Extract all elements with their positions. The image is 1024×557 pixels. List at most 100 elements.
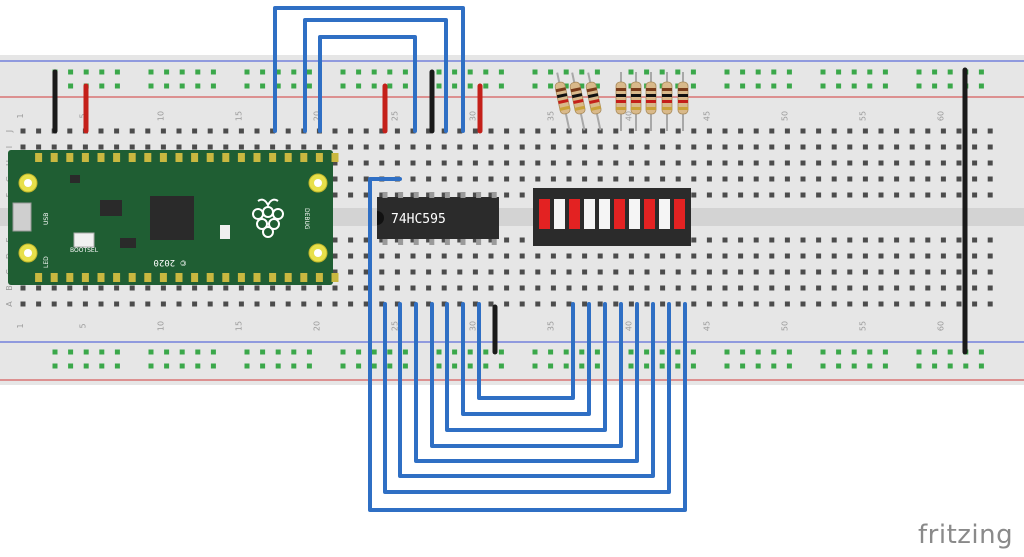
row-letter-label: I [5, 146, 14, 148]
terminal-hole [348, 160, 354, 166]
terminal-hole [160, 285, 166, 291]
rail-hole [932, 69, 938, 75]
terminal-hole [894, 128, 900, 134]
terminal-hole [987, 160, 993, 166]
terminal-hole [878, 301, 884, 307]
terminal-hole [332, 269, 338, 275]
pico-name-label: Raspberry Pi Pico [128, 497, 230, 508]
terminal-hole [36, 128, 42, 134]
terminal-hole [550, 176, 556, 182]
rail-hole [675, 69, 681, 75]
rail-hole [659, 69, 665, 75]
rail-hole [244, 349, 250, 355]
terminal-hole [332, 160, 338, 166]
rail-hole [755, 363, 761, 369]
rail-hole [675, 349, 681, 355]
terminal-hole [457, 301, 463, 307]
pico-pin [331, 273, 339, 282]
terminal-hole [176, 301, 182, 307]
terminal-hole [862, 269, 868, 275]
terminal-hole [223, 301, 229, 307]
terminal-hole [691, 128, 697, 134]
terminal-hole [800, 128, 806, 134]
rail-hole [306, 363, 312, 369]
rail-hole [820, 363, 826, 369]
rail-hole [786, 363, 792, 369]
chip-pin [460, 239, 466, 245]
terminal-hole [441, 192, 447, 198]
terminal-hole [238, 301, 244, 307]
terminal-hole [441, 176, 447, 182]
rail-hole [498, 363, 504, 369]
terminal-hole [504, 176, 510, 182]
terminal-hole [691, 192, 697, 198]
terminal-hole [488, 253, 494, 259]
column-number-label: 15 [234, 111, 243, 121]
terminal-hole [940, 160, 946, 166]
terminal-hole [987, 253, 993, 259]
pico-pin [191, 273, 199, 282]
rail-hole [402, 69, 408, 75]
terminal-hole [379, 144, 385, 150]
terminal-hole [535, 160, 541, 166]
rail-hole [579, 349, 585, 355]
terminal-hole [613, 144, 619, 150]
rail-hole [52, 363, 58, 369]
terminal-hole [582, 176, 588, 182]
rail-hole [483, 83, 489, 89]
rail-hole [771, 69, 777, 75]
terminal-hole [223, 285, 229, 291]
terminal-hole [613, 253, 619, 259]
terminal-hole [223, 128, 229, 134]
rail-hole [594, 349, 600, 355]
terminal-hole [519, 192, 525, 198]
pico-pin [331, 153, 339, 162]
terminal-hole [925, 269, 931, 275]
terminal-hole [363, 176, 369, 182]
terminal-hole [628, 128, 634, 134]
terminal-hole [878, 285, 884, 291]
terminal-hole [644, 269, 650, 275]
terminal-hole [363, 144, 369, 150]
rail-hole [532, 69, 538, 75]
rail-hole [99, 83, 105, 89]
terminal-hole [472, 192, 478, 198]
terminal-hole [956, 285, 962, 291]
rail-hole [851, 83, 857, 89]
rail-hole [628, 69, 634, 75]
pico-pin [144, 273, 152, 282]
terminal-hole [862, 128, 868, 134]
terminal-hole [504, 301, 510, 307]
pico-pin [66, 273, 74, 282]
terminal-hole [909, 192, 915, 198]
terminal-hole [36, 285, 42, 291]
column-number-label: 30 [468, 321, 477, 331]
terminal-hole [738, 192, 744, 198]
resistor [554, 72, 571, 131]
rail-hole [820, 349, 826, 355]
rail-hole [83, 349, 89, 355]
terminal-hole [441, 237, 447, 243]
terminal-hole [878, 192, 884, 198]
column-number-label: 55 [858, 111, 867, 121]
terminal-hole [504, 144, 510, 150]
terminal-hole [738, 237, 744, 243]
terminal-hole [987, 176, 993, 182]
terminal-hole [379, 301, 385, 307]
rail-hole [402, 83, 408, 89]
terminal-hole [987, 237, 993, 243]
terminal-hole [270, 285, 276, 291]
rail-hole [740, 349, 746, 355]
bootsel-button-icon [73, 232, 95, 248]
smd-component [70, 175, 80, 183]
terminal-hole [925, 176, 931, 182]
terminal-hole [691, 253, 697, 259]
terminal-hole [488, 237, 494, 243]
terminal-hole [254, 128, 260, 134]
terminal-hole [98, 301, 104, 307]
terminal-hole [332, 176, 338, 182]
rail-hole [356, 349, 362, 355]
rail-hole [755, 69, 761, 75]
terminal-hole [972, 301, 978, 307]
terminal-hole [535, 128, 541, 134]
